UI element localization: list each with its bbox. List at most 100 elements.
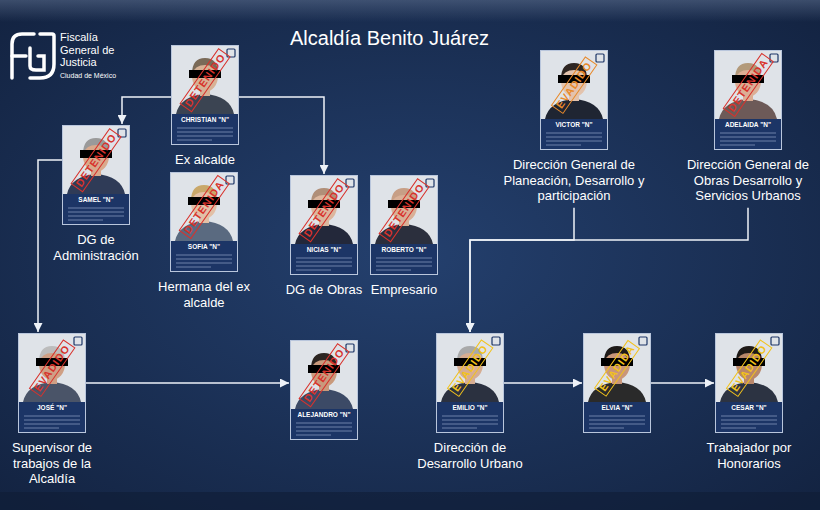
- caption-bar: SOFIA "N": [171, 241, 237, 272]
- corner-logo: [226, 176, 234, 184]
- fine-print: [68, 216, 124, 217]
- caption-bar: EMILIO "N": [437, 402, 503, 433]
- fine-print-lines: [584, 413, 650, 433]
- corner-logo: [346, 344, 354, 352]
- fine-print: [589, 424, 645, 425]
- agency-label: Fiscalía General de Justicia: [60, 31, 132, 69]
- fine-print-lines: [541, 130, 607, 150]
- fine-print: [721, 420, 777, 421]
- fine-print-lines: [19, 413, 85, 433]
- agency-label: Ciudad de México: [60, 72, 150, 80]
- fine-print-lines: [63, 205, 129, 225]
- fine-print: [68, 220, 103, 221]
- fine-print: [296, 258, 352, 259]
- caption-bar: NICIAS "N": [291, 244, 357, 275]
- fine-print: [24, 420, 80, 421]
- fine-print: [296, 431, 352, 432]
- corner-logo: [74, 337, 82, 345]
- person-card: ROBERTO "N"DETENIDOEmpresario: [362, 175, 446, 298]
- fine-print-lines: [716, 413, 782, 433]
- corner-logo: [118, 129, 126, 137]
- person-card: NICIAS "N"DETENIDO DG de Obras: [274, 175, 374, 298]
- person-card: ELVIA "N"EVADIDA: [583, 333, 651, 433]
- photo-ground: [584, 334, 650, 402]
- fine-print-lines: [171, 252, 237, 272]
- photo-ground: [63, 126, 129, 194]
- fine-print: [68, 212, 124, 213]
- arrow-connector: [651, 382, 714, 384]
- fine-print: [546, 137, 602, 138]
- card-frame: NICIAS "N"DETENIDO: [290, 175, 358, 275]
- arrow-connector: [122, 97, 171, 124]
- fine-print: [589, 428, 624, 429]
- corner-logo: [596, 54, 604, 62]
- card-frame: ELVIA "N"EVADIDA: [583, 333, 651, 433]
- fine-print: [296, 423, 352, 424]
- photo-ground: [541, 51, 607, 119]
- caption-bar: SAMEL "N": [63, 194, 129, 225]
- fine-print: [442, 420, 498, 421]
- fine-print: [296, 270, 331, 271]
- corner-logo: [771, 337, 779, 345]
- fine-print: [296, 435, 331, 436]
- caption-bar: CHRISTIAN "N": [172, 114, 238, 145]
- person-card: ADELAIDA "N"DETENIDA Dirección General de…: [684, 50, 812, 204]
- fine-print-lines: [291, 420, 357, 440]
- diagram-title: Alcaldía Benito Juárez: [290, 27, 489, 50]
- person-name: SAMEL "N": [63, 194, 129, 204]
- photo-ground: [437, 334, 503, 402]
- person-name: ROBERTO "N": [371, 244, 437, 254]
- card-frame: EMILIO "N"EVADIDO: [436, 333, 504, 433]
- caption-bar: VICTOR "N": [541, 119, 607, 150]
- photo-ground: [291, 176, 357, 244]
- photo-ground: [291, 341, 357, 409]
- role-label: DG de Obras: [274, 282, 374, 298]
- fine-print: [177, 136, 233, 137]
- role-label: DG de Administración: [41, 232, 151, 263]
- fine-print: [177, 128, 233, 129]
- role-label: Supervisor de trabajos de la Alcaldía: [4, 440, 100, 487]
- person-name: ELVIA "N": [584, 402, 650, 412]
- fine-print-lines: [172, 125, 238, 145]
- corner-logo: [770, 54, 778, 62]
- card-frame: CHRISTIAN "N"DETENIDO: [171, 45, 239, 145]
- fine-print-lines: [371, 255, 437, 275]
- role-label: Dirección General de Obras Desarrollo y …: [684, 157, 812, 204]
- arrow-connector: [504, 382, 582, 384]
- card-frame: SAMEL "N"DETENIDO: [62, 125, 130, 225]
- fine-print: [442, 424, 498, 425]
- person-name: ALEJANDRO "N": [291, 409, 357, 419]
- caption-bar: ADELAIDA "N": [715, 119, 781, 150]
- fine-print: [177, 140, 212, 141]
- card-frame: SOFIA "N"DETENIDA: [170, 172, 238, 272]
- person-name: CHRISTIAN "N": [172, 114, 238, 124]
- fine-print: [296, 266, 352, 267]
- fine-print: [589, 416, 645, 417]
- person-name: SOFIA "N": [171, 241, 237, 251]
- person-card: JOSÉ "N"EVADIDOSupervisor de trabajos de…: [4, 333, 100, 487]
- bottom-band: [0, 492, 820, 510]
- fine-print: [24, 424, 80, 425]
- fine-print-lines: [291, 255, 357, 275]
- role-label: Hermana del ex alcalde: [152, 279, 256, 310]
- person-card: CESAR "N"EVADIDOTrabajador por Honorario…: [694, 333, 804, 471]
- person-card: ALEJANDRO "N"DETENIDO: [290, 340, 358, 440]
- fine-print: [546, 141, 602, 142]
- person-name: EMILIO "N": [437, 402, 503, 412]
- person-card: SAMEL "N"DETENIDO DG de Administración: [41, 125, 151, 263]
- fine-print: [720, 141, 776, 142]
- card-frame: ADELAIDA "N"DETENIDA: [714, 50, 782, 150]
- role-label: Ex alcalde: [155, 152, 255, 168]
- agency-logo: [12, 34, 54, 78]
- fine-print: [376, 262, 432, 263]
- fine-print: [376, 270, 411, 271]
- corner-logo: [492, 337, 500, 345]
- fine-print: [296, 262, 352, 263]
- card-frame: CESAR "N"EVADIDO: [715, 333, 783, 433]
- photo-ground: [19, 334, 85, 402]
- corner-logo: [426, 179, 434, 187]
- caption-bar: ELVIA "N": [584, 402, 650, 433]
- person-name: NICIAS "N": [291, 244, 357, 254]
- fine-print: [546, 145, 581, 146]
